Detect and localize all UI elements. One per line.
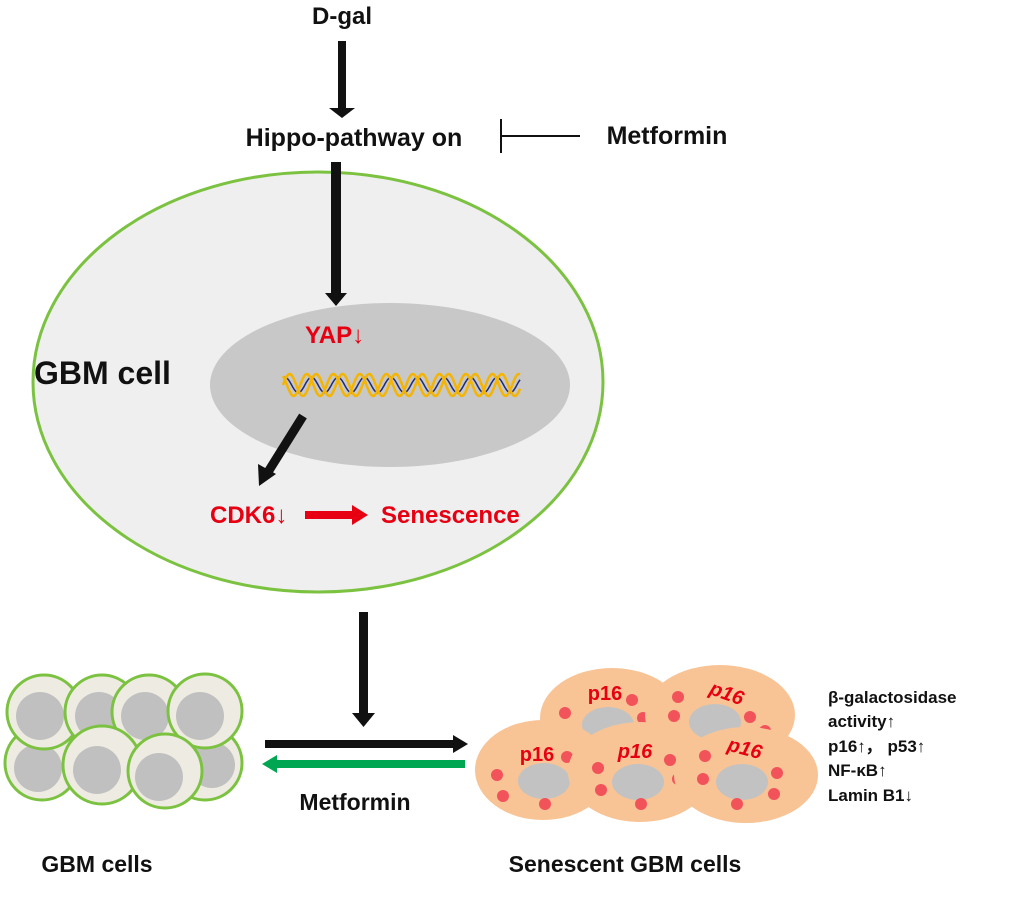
marker-line: Lamin B1↓ — [828, 786, 913, 805]
metformin-reverse-label: Metformin — [299, 789, 410, 815]
dna-strand — [281, 372, 521, 398]
gbm-cell-nucleus — [16, 692, 64, 740]
d-gal-label: D-gal — [312, 3, 372, 30]
senescence-granule — [731, 798, 743, 810]
senescence-granule — [672, 691, 684, 703]
senescence-granule — [744, 711, 756, 723]
marker-line: p16↑， p53↑ — [828, 737, 925, 756]
senescence-markers: β-galactosidase activity↑ p16↑， p53↑ NF-… — [828, 688, 956, 805]
senescent-cell-nucleus — [518, 763, 570, 799]
arrow-metformin-reverse — [262, 755, 465, 773]
p16-label: p16 — [617, 741, 653, 763]
arrow-dgal-to-hippo — [329, 41, 355, 118]
metformin-inhibitor-label: Metformin — [607, 122, 728, 150]
marker-line: NF-κB↑ — [828, 761, 887, 780]
senescence-granule — [592, 762, 604, 774]
hippo-pathway-label: Hippo-pathway on — [246, 124, 463, 152]
marker-line: activity↑ — [828, 712, 895, 731]
gbm-cell-nucleus — [14, 744, 62, 792]
gbm-cells-label: GBM cells — [41, 851, 152, 877]
senescence-granule — [626, 694, 638, 706]
senescent-cell-nucleus — [612, 764, 664, 800]
dna-strand — [281, 372, 522, 398]
senescent-cell-nucleus — [716, 764, 768, 800]
senescence-granule — [697, 773, 709, 785]
senescence-granule — [664, 754, 676, 766]
senescence-granule — [668, 710, 680, 722]
gbm-cell-nucleus — [73, 746, 121, 794]
arrow-dna-to-cdk6 — [258, 413, 307, 486]
gbm-cell-label: GBM cell — [34, 355, 171, 391]
arrow-cdk6-to-senescence — [305, 505, 368, 525]
p16-label: p16 — [520, 744, 554, 766]
marker-line: β-galactosidase — [828, 688, 956, 707]
senescence-granule — [635, 798, 647, 810]
yap-label: YAP↓ — [305, 322, 364, 349]
senescence-granule — [771, 767, 783, 779]
senescence-granule — [595, 784, 607, 796]
senescence-label: Senescence — [381, 502, 520, 529]
senescence-granule — [768, 788, 780, 800]
senescence-granule — [491, 769, 503, 781]
gbm-cell-nucleus — [176, 692, 224, 740]
gbm-cell-nucleus — [121, 692, 169, 740]
arrow-hippo-to-yap — [325, 162, 347, 306]
senescence-granule — [561, 751, 573, 763]
senescence-granule — [497, 790, 509, 802]
senescence-granule — [539, 798, 551, 810]
senescence-granule — [699, 750, 711, 762]
dna-strand — [282, 376, 521, 394]
dna-helix-icon — [281, 372, 522, 398]
arrow-to-senescent — [265, 735, 468, 753]
inhibition-bar-icon — [500, 119, 580, 153]
gbm-cell-nucleus — [135, 753, 183, 801]
senescence-granule — [559, 707, 571, 719]
cdk6-label: CDK6↓ — [210, 502, 287, 529]
gbm-cells-cluster — [3, 672, 244, 810]
senescent-gbm-cells-label: Senescent GBM cells — [509, 851, 742, 877]
arrow-cell-to-transition — [352, 612, 375, 727]
p16-label: p16 — [588, 683, 622, 705]
